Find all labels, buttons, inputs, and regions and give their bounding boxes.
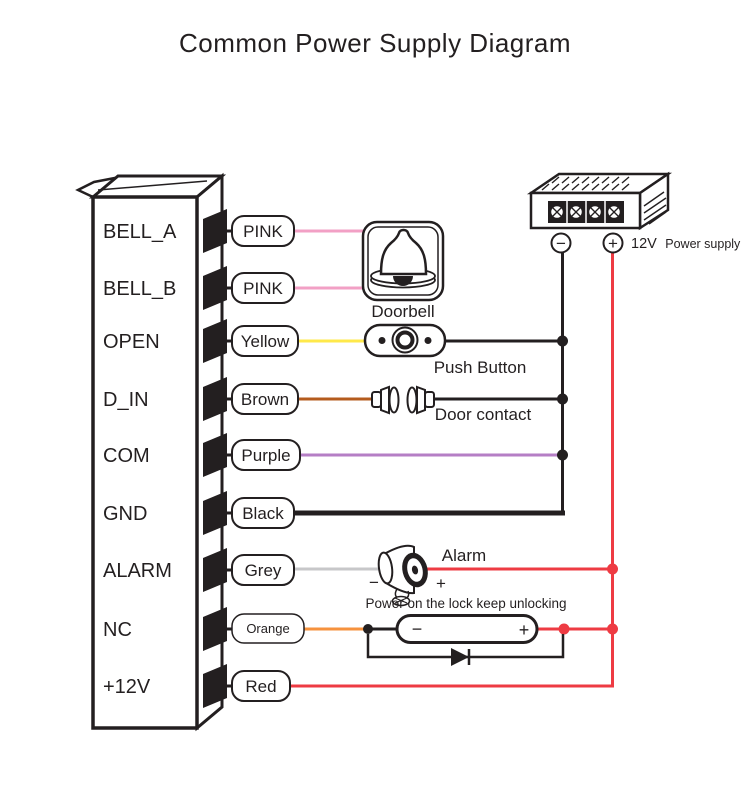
lock-plus-sign: + bbox=[519, 620, 530, 640]
terminal-label-d-in: D_IN bbox=[103, 389, 149, 411]
alarm-plus-sign: + bbox=[436, 574, 446, 593]
psu-voltage: 12V bbox=[631, 236, 657, 252]
terminal-label-12v: +12V bbox=[103, 676, 151, 698]
junction-dot bbox=[557, 335, 568, 347]
magnetic-contact-icon bbox=[371, 385, 435, 415]
wire-label-pill bbox=[231, 325, 299, 357]
terminal-label-com: COM bbox=[103, 445, 150, 467]
door-contact-label: Door contact bbox=[435, 405, 532, 424]
junction-dot-red bbox=[607, 563, 618, 575]
psu-vents bbox=[541, 176, 667, 225]
push-button-plate bbox=[363, 323, 447, 358]
screw-dot-icon bbox=[378, 337, 386, 344]
power-supply-device: − + 12V Power supply bbox=[526, 171, 741, 254]
page-title: Common Power Supply Diagram bbox=[179, 28, 571, 58]
alarm-device: Alarm − + bbox=[369, 544, 486, 607]
wires bbox=[290, 229, 618, 688]
push-button-label: Push Button bbox=[434, 358, 527, 377]
lock-note: Power on the lock keep unlocking bbox=[365, 596, 566, 611]
wire-label-gnd: Black bbox=[242, 504, 284, 523]
wire-label-bell-b: PINK bbox=[243, 279, 283, 298]
controller-front-face bbox=[91, 195, 199, 730]
terminal-label-alarm: ALARM bbox=[103, 560, 172, 582]
terminal-lugs bbox=[203, 209, 233, 708]
lock-minus-sign: − bbox=[412, 619, 423, 639]
screw-dot-icon bbox=[424, 337, 432, 344]
diode-icon bbox=[451, 648, 471, 666]
terminal-label-open: OPEN bbox=[103, 331, 160, 353]
terminal-lug-icon bbox=[203, 266, 227, 310]
wire-label-pill bbox=[231, 383, 299, 415]
terminal-label-nc: NC bbox=[103, 619, 132, 641]
round-button-ring-icon bbox=[395, 330, 415, 350]
alarm-label: Alarm bbox=[442, 546, 486, 565]
wire-label-pill bbox=[231, 613, 305, 644]
wire-label-pill bbox=[231, 554, 295, 586]
bell-icon bbox=[370, 228, 436, 289]
psu-screws bbox=[549, 201, 622, 223]
terminal-lug-icon bbox=[203, 209, 227, 253]
psu-label-text: Power supply bbox=[665, 237, 741, 251]
psu-minus-sign: − bbox=[556, 234, 566, 253]
terminal-lug-icon bbox=[203, 319, 227, 363]
junction-dot-red bbox=[558, 623, 570, 635]
terminal-lug-icon bbox=[203, 664, 227, 708]
round-button-icon bbox=[391, 326, 419, 354]
alarm-minus-sign: − bbox=[369, 573, 379, 592]
junction-dot bbox=[363, 624, 373, 634]
junction-dot bbox=[557, 449, 568, 461]
lock-capsule-icon bbox=[395, 614, 539, 644]
terminal-lug-icon bbox=[203, 607, 227, 651]
wire-label-pill bbox=[231, 439, 301, 471]
wire-label-nc: Orange bbox=[246, 621, 289, 636]
door-contact-device: Door contact bbox=[371, 385, 532, 424]
horn-speaker-icon bbox=[377, 544, 428, 607]
junction-dot-red bbox=[607, 623, 618, 635]
doorbell-device: Doorbell bbox=[361, 220, 445, 321]
wire-label-pill bbox=[231, 670, 291, 702]
wire-label-pill bbox=[231, 497, 295, 529]
push-button-device: Push Button bbox=[363, 323, 527, 377]
wire-label-pill bbox=[231, 272, 295, 304]
wire-12v-red-bus bbox=[290, 253, 614, 688]
wire-label-d-in: Brown bbox=[241, 390, 289, 409]
controller-lid-seam bbox=[97, 180, 208, 191]
controller-block: BELL_A BELL_B OPEN D_IN COM GND ALARM NC… bbox=[75, 172, 233, 732]
psu-plus-sign: + bbox=[608, 234, 618, 253]
wire-label-bell-a: PINK bbox=[243, 222, 283, 241]
doorbell-label: Doorbell bbox=[371, 302, 434, 321]
terminal-lug-icon bbox=[203, 433, 227, 477]
terminal-lug-icon bbox=[203, 377, 227, 421]
terminal-label-bell-a: BELL_A bbox=[103, 221, 177, 243]
terminal-label-gnd: GND bbox=[103, 503, 147, 525]
psu-minus-terminal-icon bbox=[550, 232, 572, 254]
wire-label-pill bbox=[231, 215, 295, 247]
wire-color-labels: PINK PINK Yellow Brown Purple Black Grey… bbox=[231, 215, 305, 702]
wire-label-12v: Red bbox=[245, 677, 276, 696]
psu-label: 12V Power supply bbox=[631, 235, 741, 252]
wire-label-alarm: Grey bbox=[245, 561, 282, 580]
terminal-label-bell-b: BELL_B bbox=[103, 278, 176, 300]
wire-label-open: Yellow bbox=[241, 332, 290, 351]
lock-device: Power on the lock keep unlocking − + bbox=[365, 596, 567, 666]
junction-dot bbox=[557, 393, 568, 405]
wire-label-com: Purple bbox=[241, 446, 290, 465]
terminal-lug-icon bbox=[203, 491, 227, 535]
terminal-lug-icon bbox=[203, 548, 227, 592]
psu-box-icon bbox=[526, 171, 673, 231]
psu-plus-terminal-icon bbox=[602, 232, 624, 254]
